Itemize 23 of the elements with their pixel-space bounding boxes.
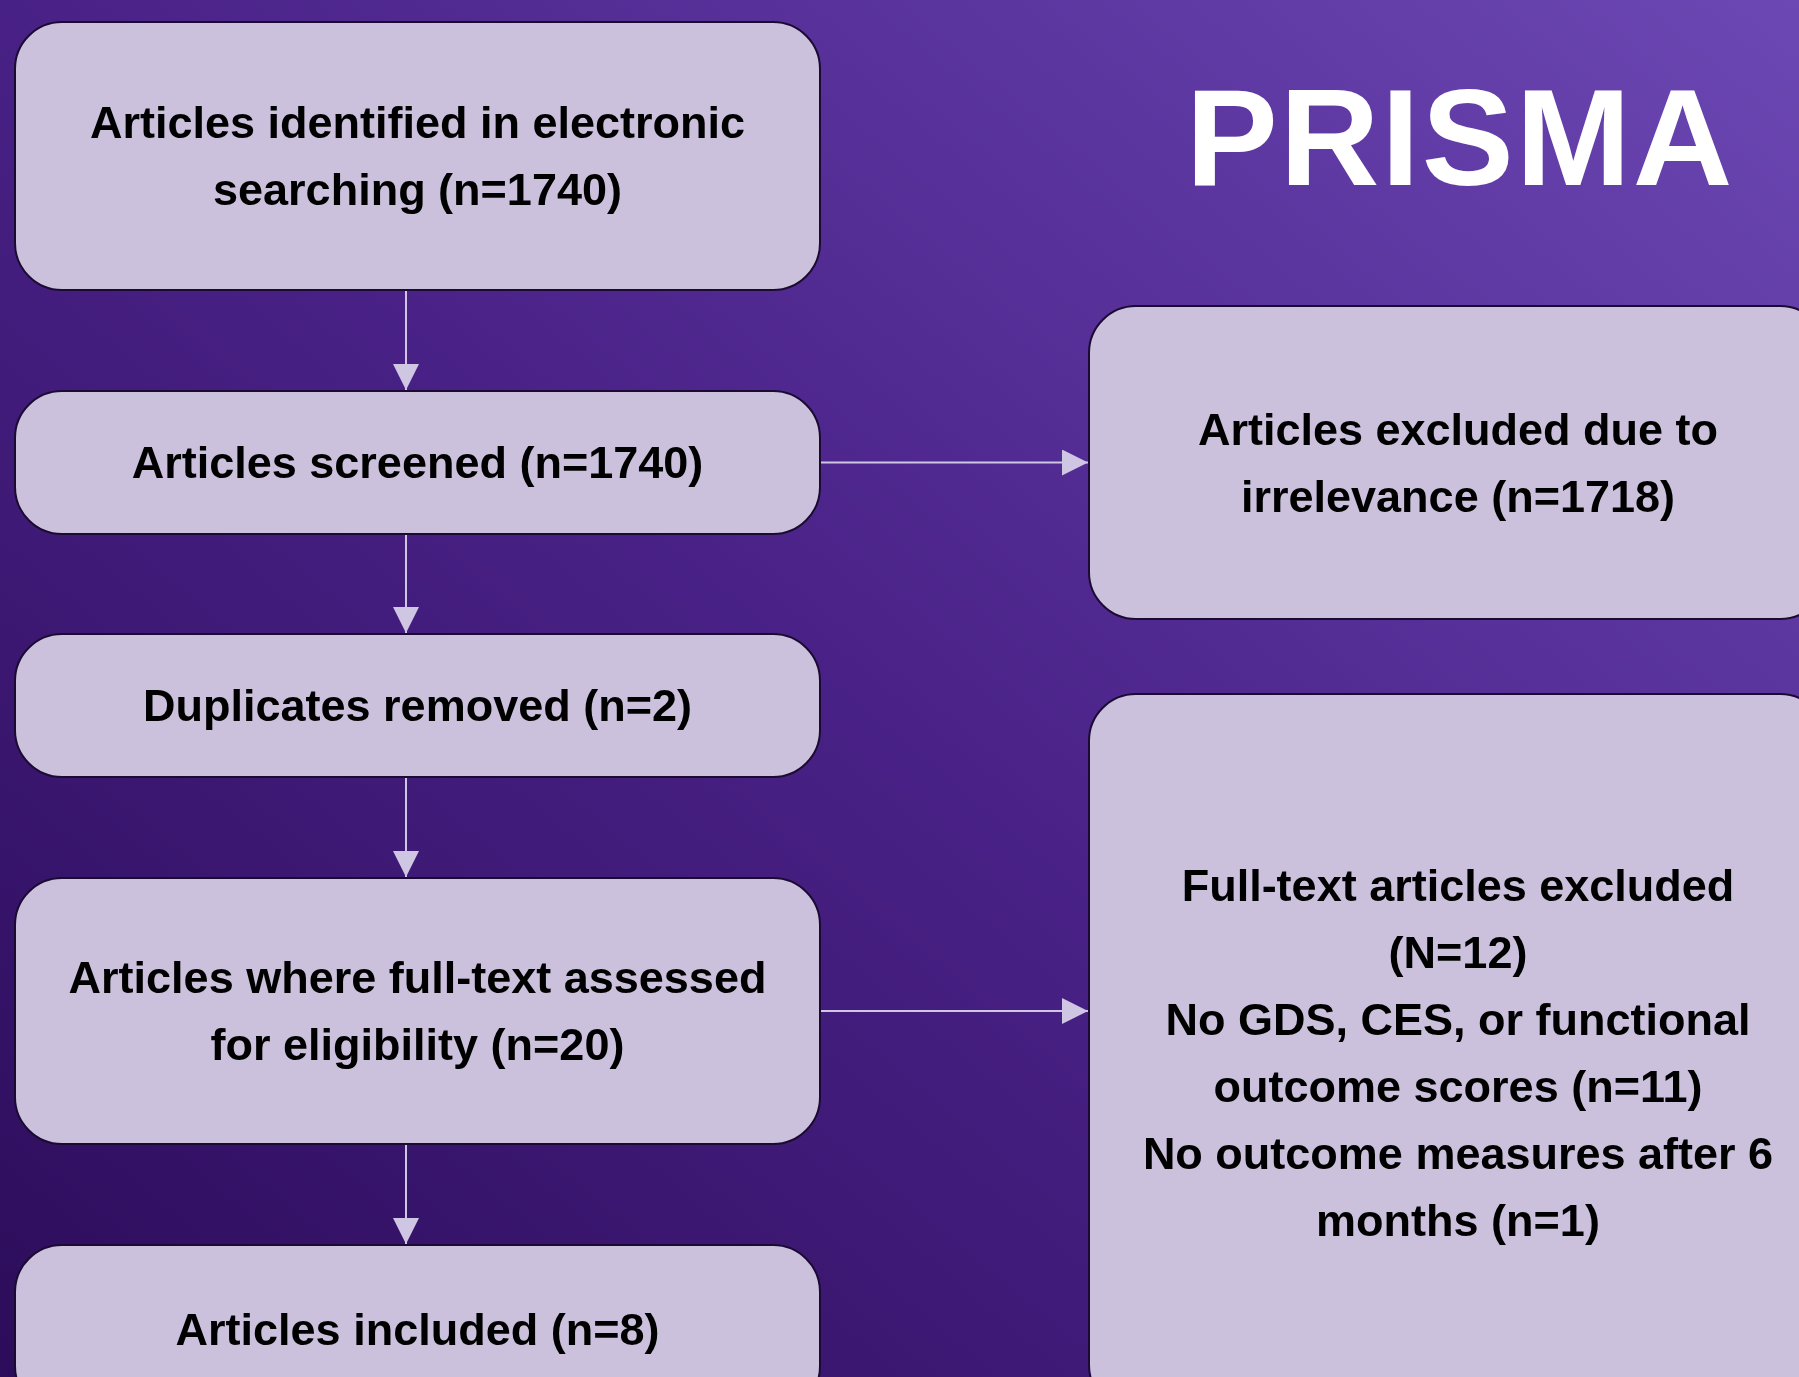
box-text: Articles identified in electronic searching (n=1740) <box>88 96 747 217</box>
arrow <box>820 449 1089 476</box>
arrow <box>393 1144 419 1245</box>
box-text: Articles where full-text assessed for eligibility (n=20) <box>67 951 768 1072</box>
box-text: Articles included (n=8) <box>175 1302 660 1357</box>
process-box <box>14 21 821 291</box>
process-box <box>1088 693 1799 1377</box>
box-text: No outcome measures after 6 months (n=1) <box>1141 1127 1775 1248</box>
box-text: Duplicates removed (n=2) <box>143 679 692 733</box>
process-box <box>1088 305 1799 620</box>
box-text: No GDS, CES, or functional outcome scores (n=11) <box>1164 993 1752 1114</box>
box-text: Full-text articles excluded (N=12) <box>1180 859 1736 980</box>
process-box <box>14 633 821 778</box>
arrow <box>393 534 419 634</box>
arrow <box>820 998 1089 1024</box>
box-text: Articles excluded due to irrelevance (n=1718) <box>1196 402 1720 524</box>
box-text: Articles screened (n=1740) <box>131 436 704 490</box>
process-box <box>14 390 821 535</box>
process-box <box>14 1244 821 1377</box>
process-box <box>14 877 821 1145</box>
arrow <box>393 290 419 391</box>
arrow <box>393 777 419 878</box>
diagram-title: PRISMA <box>1184 62 1736 212</box>
